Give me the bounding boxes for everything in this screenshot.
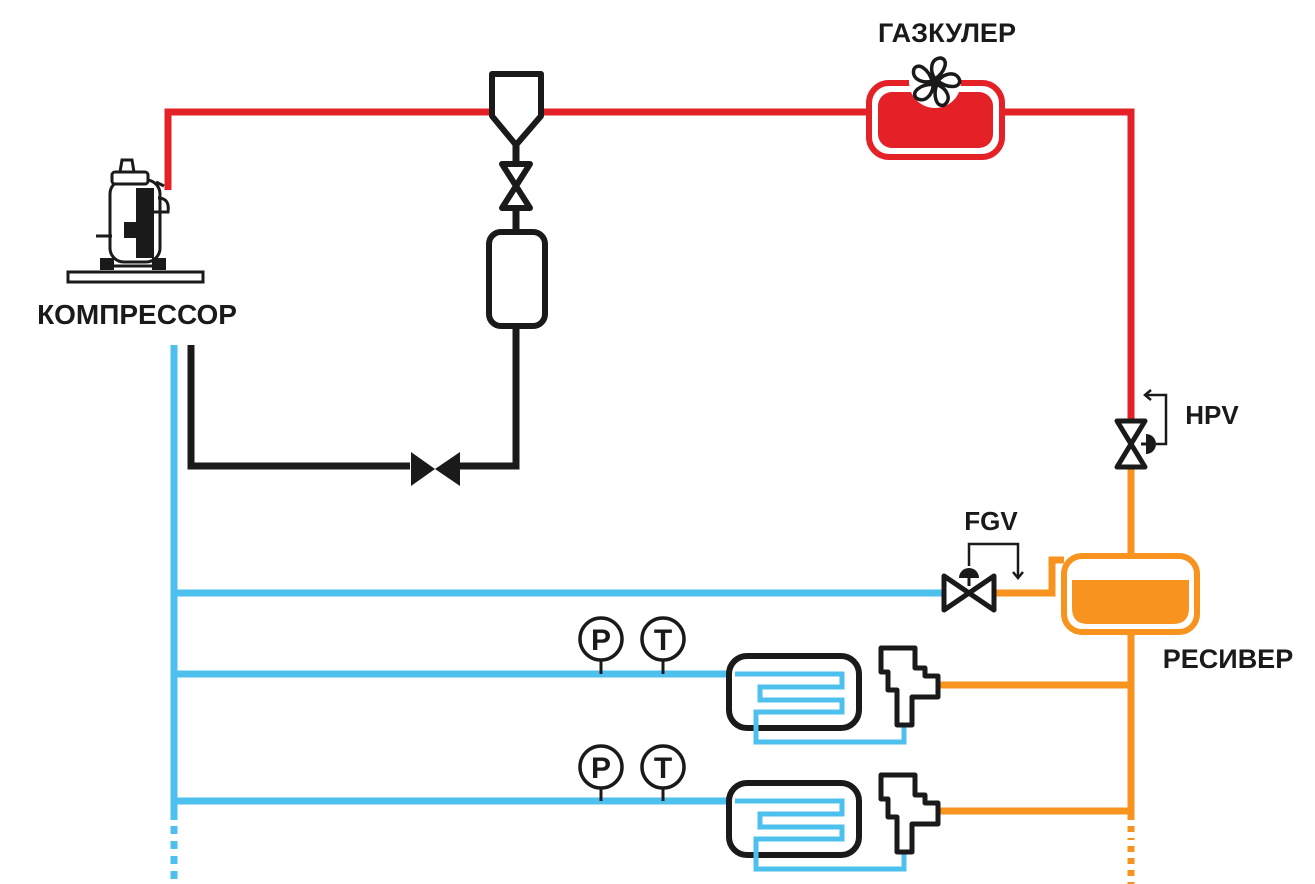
pressure-gauge-icon: P [578, 616, 624, 674]
expansion-valve-icon[interactable] [878, 645, 941, 728]
hpv-label: HPV [1185, 400, 1239, 430]
fan-icon [909, 56, 962, 108]
high-pressure-line [164, 108, 1135, 425]
valve-icon[interactable] [499, 161, 533, 211]
temperature-gauge-icon: T [640, 744, 686, 801]
hpv-valve-icon[interactable] [1114, 389, 1168, 470]
gascooler-label: ГАЗКУЛЕР [878, 18, 1016, 48]
evaporator-icon[interactable] [726, 653, 907, 745]
svg-text:T: T [654, 624, 672, 657]
oil-return-valve-icon[interactable] [411, 452, 460, 486]
oil-reservoir[interactable] [486, 229, 548, 329]
fgv-label: FGV [964, 506, 1018, 536]
svg-text:T: T [654, 752, 672, 785]
fgv-valve-icon[interactable] [941, 542, 1024, 613]
evaporator-icon[interactable] [726, 780, 907, 872]
medium-pressure-line [940, 465, 1135, 884]
pressure-gauge-icon: P [578, 744, 624, 801]
oil-separator-icon[interactable] [489, 71, 544, 162]
receiver-label: РЕСИВЕР [1163, 644, 1293, 674]
oil-return-line [187, 112, 520, 470]
receiver-icon[interactable] [1061, 553, 1200, 635]
compressor-label: КОМПРЕССОР [37, 299, 237, 330]
svg-text:P: P [591, 624, 611, 657]
expansion-valve-icon[interactable] [878, 772, 941, 855]
compressor-icon[interactable] [66, 158, 205, 284]
low-pressure-line [170, 345, 943, 884]
temperature-gauge-icon: T [640, 616, 686, 674]
svg-text:P: P [591, 752, 611, 785]
gascooler[interactable] [866, 56, 1005, 160]
